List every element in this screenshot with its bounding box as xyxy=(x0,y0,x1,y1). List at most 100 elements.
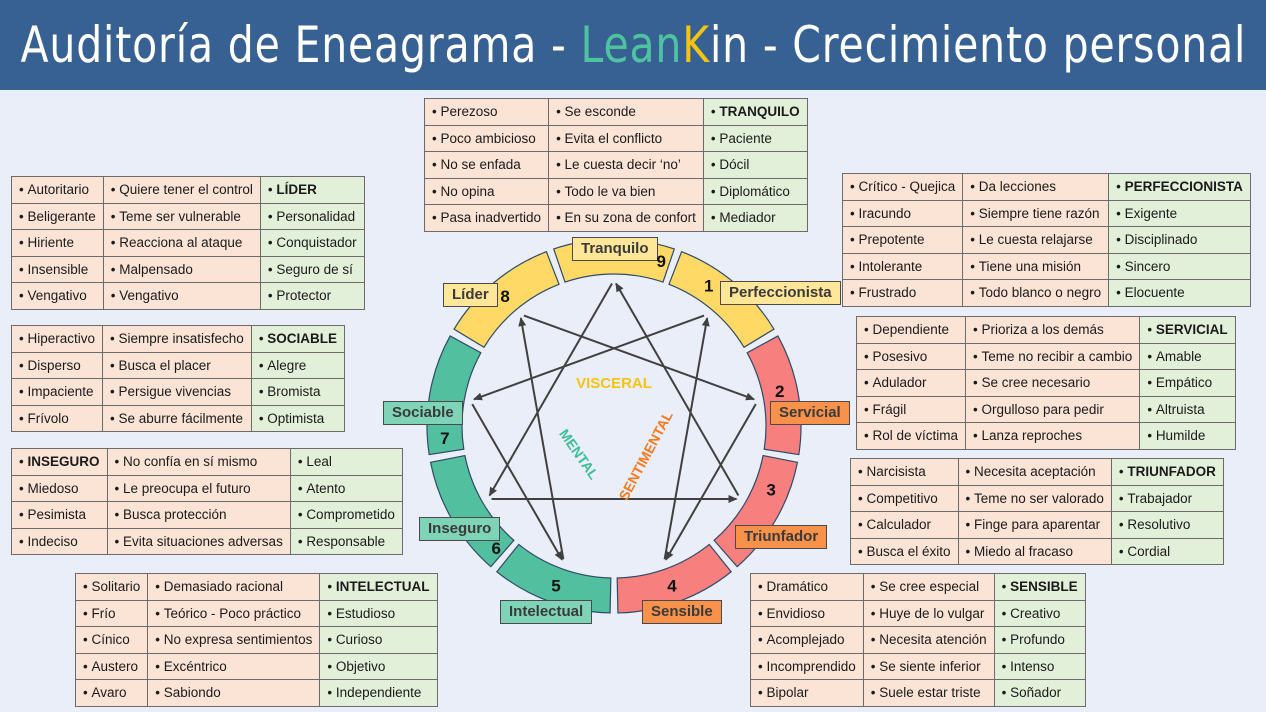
trait-text: Busca protección xyxy=(122,507,227,523)
table-row: Dramático Se cree especial SENSIBLE xyxy=(750,573,1086,601)
brand-lean: Lean xyxy=(580,16,682,74)
table-row: Poco ambiciosoEvita el conflictoPaciente xyxy=(423,124,808,152)
trait-text: Conquistador xyxy=(276,235,357,251)
table-row: FrustradoTodo blanco o negroElocuente xyxy=(841,279,1251,307)
enneagram-arrows xyxy=(471,282,757,561)
negative-trait-cell: Envidioso xyxy=(750,599,864,627)
trait-text: Bromista xyxy=(267,384,321,400)
positive-trait-cell: Dócil xyxy=(702,151,808,179)
trait-text: Le cuesta decir ‘no’ xyxy=(564,157,681,173)
ring-segment-3 xyxy=(713,454,799,568)
table-row: PosesivoTeme no recibir a cambioAmable xyxy=(855,342,1236,370)
trait-text: Miedoso xyxy=(27,480,79,496)
negative-trait-cell: Siempre insatisfecho xyxy=(102,325,252,353)
trait-text: Profundo xyxy=(1010,632,1065,648)
negative-trait-cell: Vengativo xyxy=(11,282,104,310)
table-row: AutoritarioQuiere tener el controlLÍDER xyxy=(11,176,365,204)
trait-text: Resolutivo xyxy=(1127,517,1191,533)
traits-table-type-7: HiperactivoSiempre insatisfechoSOCIABLED… xyxy=(10,325,346,432)
trait-text: Necesita aceptación xyxy=(974,464,1096,480)
trait-text: Estudioso xyxy=(335,605,396,621)
positive-trait-cell: Mediador xyxy=(702,204,808,232)
table-row: DispersoBusca el placerAlegre xyxy=(10,351,346,379)
trait-text: Insensible xyxy=(27,261,89,277)
positive-trait-cell: SERVICIAL xyxy=(1139,316,1236,344)
trait-text: Hiriente xyxy=(27,235,75,251)
negative-trait-cell: Reacciona al ataque xyxy=(102,229,261,257)
trait-text: Avaro xyxy=(91,685,127,701)
positive-trait-cell: Objetivo xyxy=(319,652,438,680)
trait-text: Disperso xyxy=(27,357,81,373)
negative-trait-cell: Indeciso xyxy=(11,527,108,555)
negative-trait-cell: Busca protección xyxy=(106,501,291,529)
trait-text: No opina xyxy=(440,183,495,199)
brand-in: in xyxy=(709,16,749,74)
trait-text: Autoritario xyxy=(27,182,90,198)
positive-trait-cell: Optimista xyxy=(250,404,346,432)
trait-text: Dramático xyxy=(766,579,828,595)
positive-trait-cell: Personalidad xyxy=(259,202,365,230)
trait-text: Tiene una misión xyxy=(978,258,1082,274)
trait-text: Seguro de sí xyxy=(276,261,353,277)
negative-trait-cell: Necesita aceptación xyxy=(957,458,1112,486)
negative-trait-cell: Calculador xyxy=(850,511,959,539)
negative-trait-cell: Le preocupa el futuro xyxy=(106,474,291,502)
negative-trait-cell: Necesita atención xyxy=(862,626,995,654)
ring-segment-4 xyxy=(616,543,733,614)
trait-text: Dependiente xyxy=(872,322,950,338)
table-row: No opinaTodo le va bienDiplomático xyxy=(423,177,808,205)
table-row: SolitarioDemasiado racionalINTELECTUAL xyxy=(74,573,438,601)
trait-text: Excéntrico xyxy=(163,658,227,674)
positive-trait-cell: Independiente xyxy=(319,679,438,707)
table-row: PrepotenteLe cuesta relajarseDisciplinad… xyxy=(841,226,1251,254)
negative-trait-cell: Impaciente xyxy=(10,378,104,406)
trait-text: Calculador xyxy=(866,517,932,533)
table-row: Hiriente Reacciona al ataque Conquistador xyxy=(11,229,365,257)
negative-trait-cell: Orgulloso para pedir xyxy=(965,395,1141,423)
positive-trait-cell: SENSIBLE xyxy=(993,573,1086,601)
trait-text: Humilde xyxy=(1155,428,1206,444)
trait-text: Cordial xyxy=(1127,543,1171,559)
trait-text: Intenso xyxy=(1010,658,1055,674)
negative-trait-cell: Sabiondo xyxy=(147,679,321,707)
trait-text: Narcisista xyxy=(866,464,926,480)
trait-text: Se cree especial xyxy=(879,579,980,595)
trait-text: Le cuesta relajarse xyxy=(978,232,1093,248)
negative-trait-cell: Beligerante xyxy=(11,202,104,230)
trait-text: Amable xyxy=(1155,348,1202,364)
trait-text: Hiperactivo xyxy=(27,331,96,347)
center-sentimental: SENTIMENTAL xyxy=(615,408,676,503)
trait-text: Malpensado xyxy=(119,261,193,277)
trait-text: Diplomático xyxy=(719,183,790,199)
traits-table-type-3: NarcisistaNecesita aceptaciónTRIUNFADORC… xyxy=(850,458,1224,565)
negative-trait-cell: No expresa sentimientos xyxy=(147,626,321,654)
trait-text: Impaciente xyxy=(27,384,94,400)
negative-trait-cell: No se enfada xyxy=(423,151,550,179)
type-label-9: Tranquilo xyxy=(572,237,658,261)
trait-text: Disciplinado xyxy=(1124,232,1198,248)
negative-trait-cell: Evita situaciones adversas xyxy=(106,527,291,555)
negative-trait-cell: Miedoso xyxy=(11,474,108,502)
title-suffix: - Crecimiento personal xyxy=(748,16,1246,74)
negative-trait-cell: Le cuesta decir ‘no’ xyxy=(548,151,704,179)
trait-text: Incomprendido xyxy=(766,658,856,674)
trait-text: Alegre xyxy=(267,357,307,373)
table-row: AusteroExcéntricoObjetivo xyxy=(74,652,438,680)
negative-trait-cell: Frívolo xyxy=(10,404,104,432)
negative-trait-cell: Da lecciones xyxy=(962,173,1110,201)
table-row: BipolarSuele estar tristeSoñador xyxy=(750,679,1086,707)
arrow-5-to-8 xyxy=(518,317,565,560)
table-row: VengativoVengativoProtector xyxy=(11,282,365,310)
negative-trait-cell: Demasiado racional xyxy=(147,573,321,601)
table-row: BeligeranteTeme ser vulnerablePersonalid… xyxy=(11,202,365,230)
trait-text: Competitivo xyxy=(866,490,938,506)
negative-trait-cell: Teme no ser valorado xyxy=(957,484,1112,512)
positive-trait-cell: Amable xyxy=(1139,342,1236,370)
positive-trait-cell: Conquistador xyxy=(259,229,365,257)
table-row: Busca el éxitoMiedo al fracasoCordial xyxy=(850,537,1224,565)
trait-text: En su zona de confort xyxy=(564,210,696,226)
trait-text: Trabajador xyxy=(1127,490,1193,506)
positive-trait-cell: Trabajador xyxy=(1110,484,1224,512)
table-row: Insensible Malpensado Seguro de sí xyxy=(11,255,365,283)
table-row: AcomplejadoNecesita atenciónProfundo xyxy=(750,626,1086,654)
